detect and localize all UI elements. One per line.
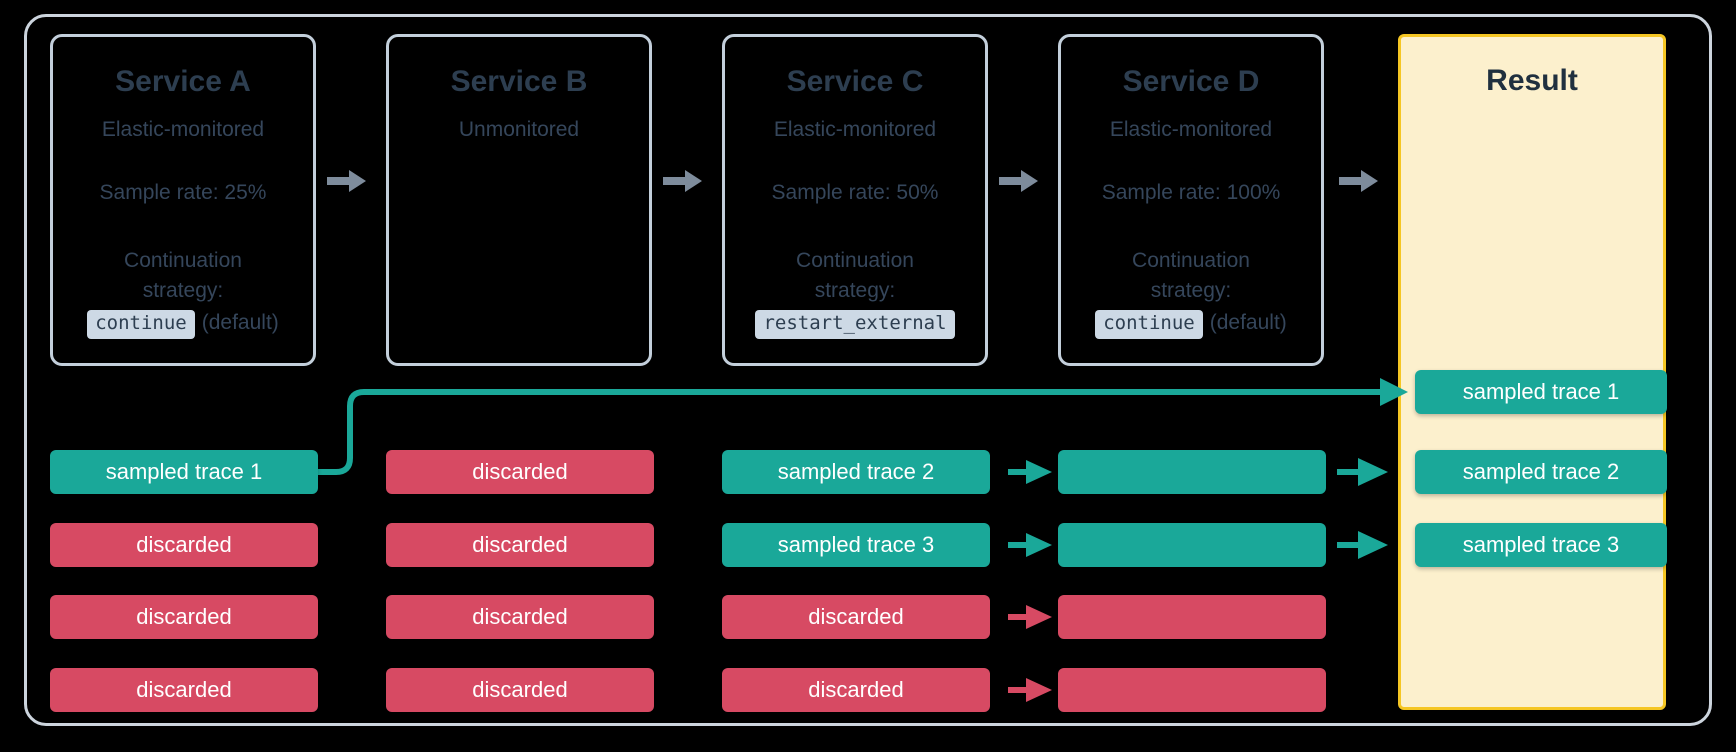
service-c-strategy-line2: strategy: [814,279,896,302]
service-a-strategy-value: continue [87,309,195,339]
trace-pill-d2 [1058,523,1326,567]
service-c-strategy-line1: Continuation [796,249,914,273]
trace-pill-c4: discarded [722,668,990,712]
service-d-monitoring: Elastic-monitored [1109,118,1273,141]
result-pill-2: sampled trace 2 [1415,450,1667,494]
service-c-sample-rate: Sample rate: 50% [771,181,939,205]
flow-arrow-b-to-c [663,168,703,194]
service-a-monitoring: Elastic-monitored [101,118,265,141]
trace-pill-b3: discarded [386,595,654,639]
service-a-title: Service A [115,65,251,98]
service-d-strategy-line1: Continuation [1132,249,1250,273]
trace-arrow-d1-to-result2 [1337,458,1388,486]
service-a-strategy-label: Continuation strategy: [124,246,242,306]
service-a-strategy-row: continue (default) [87,309,279,339]
arrow-right-icon [663,170,702,192]
service-a-sample-rate: Sample rate: 25% [99,181,267,205]
service-a-strategy-note: (default) [201,310,279,334]
trace-arrow-c4-to-d4 [1008,678,1052,702]
service-b-title: Service B [450,65,588,98]
trace-pill-c3: discarded [722,595,990,639]
service-c-title: Service C [786,65,924,98]
service-box-service-c: Service C Elastic-monitored Sample rate:… [722,34,988,366]
trace-pill-a2: discarded [50,523,318,567]
result-pill-1: sampled trace 1 [1415,370,1667,414]
service-d-strategy-value: continue [1095,309,1203,339]
service-d-strategy-row: continue (default) [1095,309,1287,339]
trace-pill-b1: discarded [386,450,654,494]
trace-arrow-c2-to-d2 [1008,533,1052,557]
trace-pill-a1: sampled trace 1 [50,450,318,494]
trace-pill-a4: discarded [50,668,318,712]
service-a-strategy-line1: Continuation [124,249,242,273]
service-d-sample-rate: Sample rate: 100% [1101,181,1281,205]
trace-pill-d4 [1058,668,1326,712]
service-c-strategy-label: Continuation strategy: [796,246,914,306]
flow-arrow-d-to-result [1339,168,1379,194]
arrow-right-icon [999,170,1038,192]
result-pill-3: sampled trace 3 [1415,523,1667,567]
service-b-monitoring: Unmonitored [458,118,580,141]
arrow-right-icon [1339,170,1378,192]
trace-pill-c2: sampled trace 3 [722,523,990,567]
service-d-strategy-note: (default) [1209,310,1287,334]
trace-arrow-c3-to-d3 [1008,605,1052,629]
service-box-service-d: Service D Elastic-monitored Sample rate:… [1058,34,1324,366]
service-c-monitoring: Elastic-monitored [773,118,937,141]
service-d-strategy-label: Continuation strategy: [1132,246,1250,306]
trace-pill-b4: discarded [386,668,654,712]
trace-arrow-d2-to-result3 [1337,531,1388,559]
trace-pill-b2: discarded [386,523,654,567]
service-box-service-a: Service A Elastic-monitored Sample rate:… [50,34,316,366]
flow-arrow-a-to-b [327,168,367,194]
trace-pill-d3 [1058,595,1326,639]
service-a-strategy-line2: strategy: [142,279,224,302]
flow-arrow-c-to-d [999,168,1039,194]
service-d-strategy-line2: strategy: [1150,279,1232,302]
trace-pill-d1 [1058,450,1326,494]
trace-arrow-c1-to-d1 [1008,460,1052,484]
arrow-right-icon [327,170,366,192]
service-box-service-b: Service B Unmonitored [386,34,652,366]
service-c-strategy-row: restart_external [755,309,955,339]
service-d-title: Service D [1122,65,1260,98]
trace-pill-c1: sampled trace 2 [722,450,990,494]
trace-pill-a3: discarded [50,595,318,639]
result-title: Result [1486,64,1578,97]
service-c-strategy-value: restart_external [755,309,955,339]
